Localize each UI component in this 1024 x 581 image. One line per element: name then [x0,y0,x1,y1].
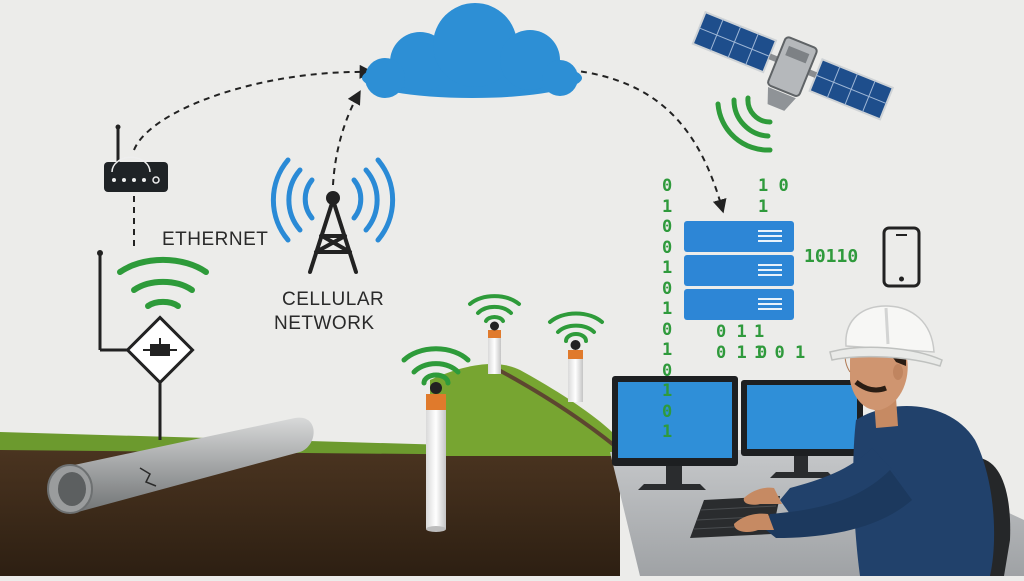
tower-to-cloud-path [332,90,361,186]
binary-stream-horizontal: 10110 [804,246,859,267]
binary-stream-left: 0 1 0 0 1 0 1 0 1 0 1 0 1 [662,176,673,442]
cell-tower-icon [308,191,358,274]
sensor-wifi-icon [468,294,521,323]
cloud-icon [362,3,582,98]
sensor-wifi-icon [401,346,471,386]
wifi-signal-icon [117,256,209,309]
satellite-icon [691,10,895,121]
cloud-to-server-path [569,69,727,214]
pipe-icon [47,417,314,514]
monitor-icon [741,380,863,478]
network-paths [133,64,727,250]
router-to-cloud-path [133,64,374,151]
pipeline-sensor-post [488,321,501,374]
cellular-network-label-line1: CELLULAR [282,289,385,310]
smartphone-icon [882,226,921,288]
binary-stream-right-bottom-a: 0 1 0 1 0 [716,322,768,363]
satellite-signal-icon [715,95,773,153]
hard-hat-icon [829,305,943,367]
router-icon [104,124,168,192]
pipeline-sensor-post [426,382,446,532]
binary-stream-right-top: 1 0 1 [758,176,789,217]
pipeline-sensor-post [568,340,583,402]
pipeline-sensor-station [97,250,195,440]
cell-signal-icon [270,157,396,243]
server-rack-icon [684,221,794,320]
ethernet-label: ETHERNET [162,229,269,250]
monitor-icon [612,376,738,490]
cellular-network-label-line2: NETWORK [274,313,375,334]
sensor-wifi-icon [548,311,604,343]
binary-stream-right-bottom-b: 1 1 0 1 [754,322,806,363]
